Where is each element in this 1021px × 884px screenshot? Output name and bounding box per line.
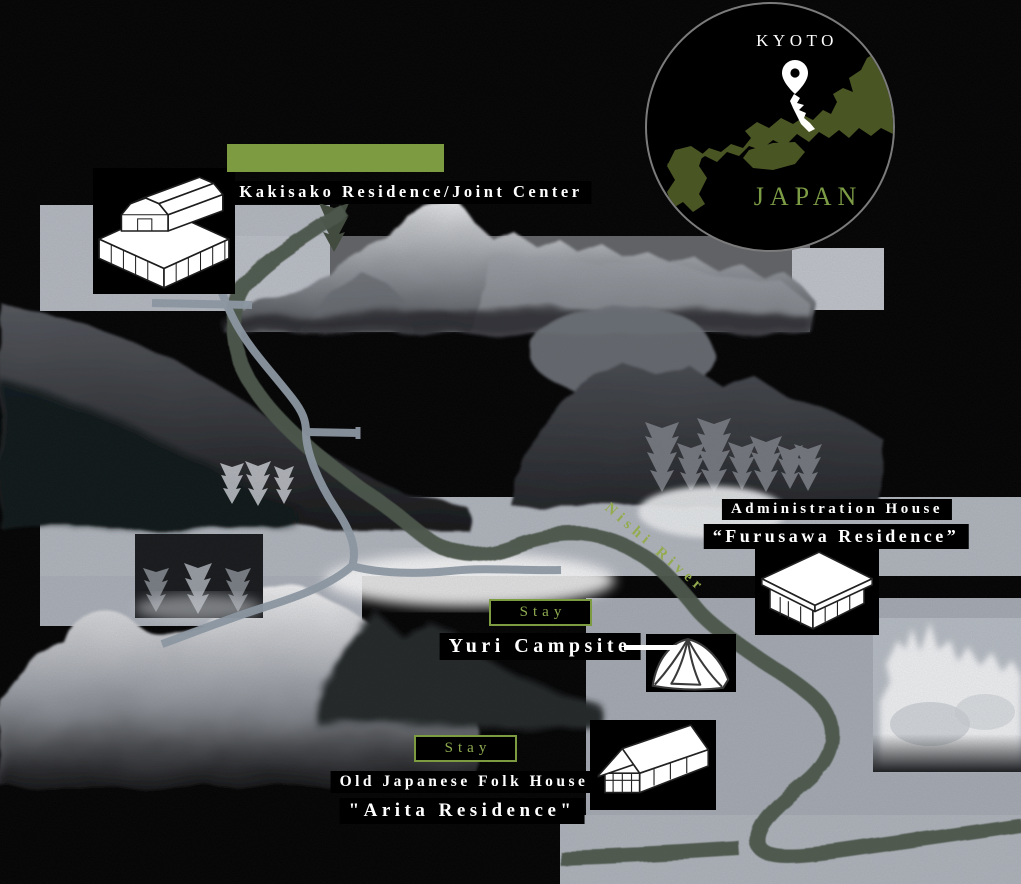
arita-house-icon bbox=[590, 720, 716, 810]
arita-title-label: Old Japanese Folk House bbox=[330, 771, 598, 793]
kakisako-label: Kakisako Residence/Joint Center bbox=[230, 181, 592, 204]
furusawa-house-icon bbox=[755, 545, 879, 635]
japan-locator-inset: KYOTO JAPAN bbox=[645, 2, 895, 252]
japan-map bbox=[667, 32, 893, 212]
arita-stay-badge: Stay bbox=[414, 735, 517, 762]
tent-icon bbox=[646, 634, 736, 692]
inset-country-label: JAPAN bbox=[753, 182, 863, 211]
furusawa-name-label: “Furusawa Residence” bbox=[703, 524, 969, 549]
kyoto-prefecture-highlight bbox=[790, 94, 815, 132]
yuri-stay-badge: Stay bbox=[489, 599, 592, 626]
arita-name-label: "Arita Residence" bbox=[339, 798, 585, 824]
yuri-campsite-label: Yuri Campsite bbox=[439, 633, 641, 660]
yuri-connector-line bbox=[624, 645, 680, 650]
kakisako-highlight-bar bbox=[227, 144, 444, 172]
furusawa-title-label: Administration House bbox=[721, 499, 953, 521]
inset-region-label: KYOTO bbox=[756, 31, 838, 50]
kakisako-house-icon bbox=[93, 168, 235, 294]
map-pin-icon bbox=[782, 60, 808, 94]
